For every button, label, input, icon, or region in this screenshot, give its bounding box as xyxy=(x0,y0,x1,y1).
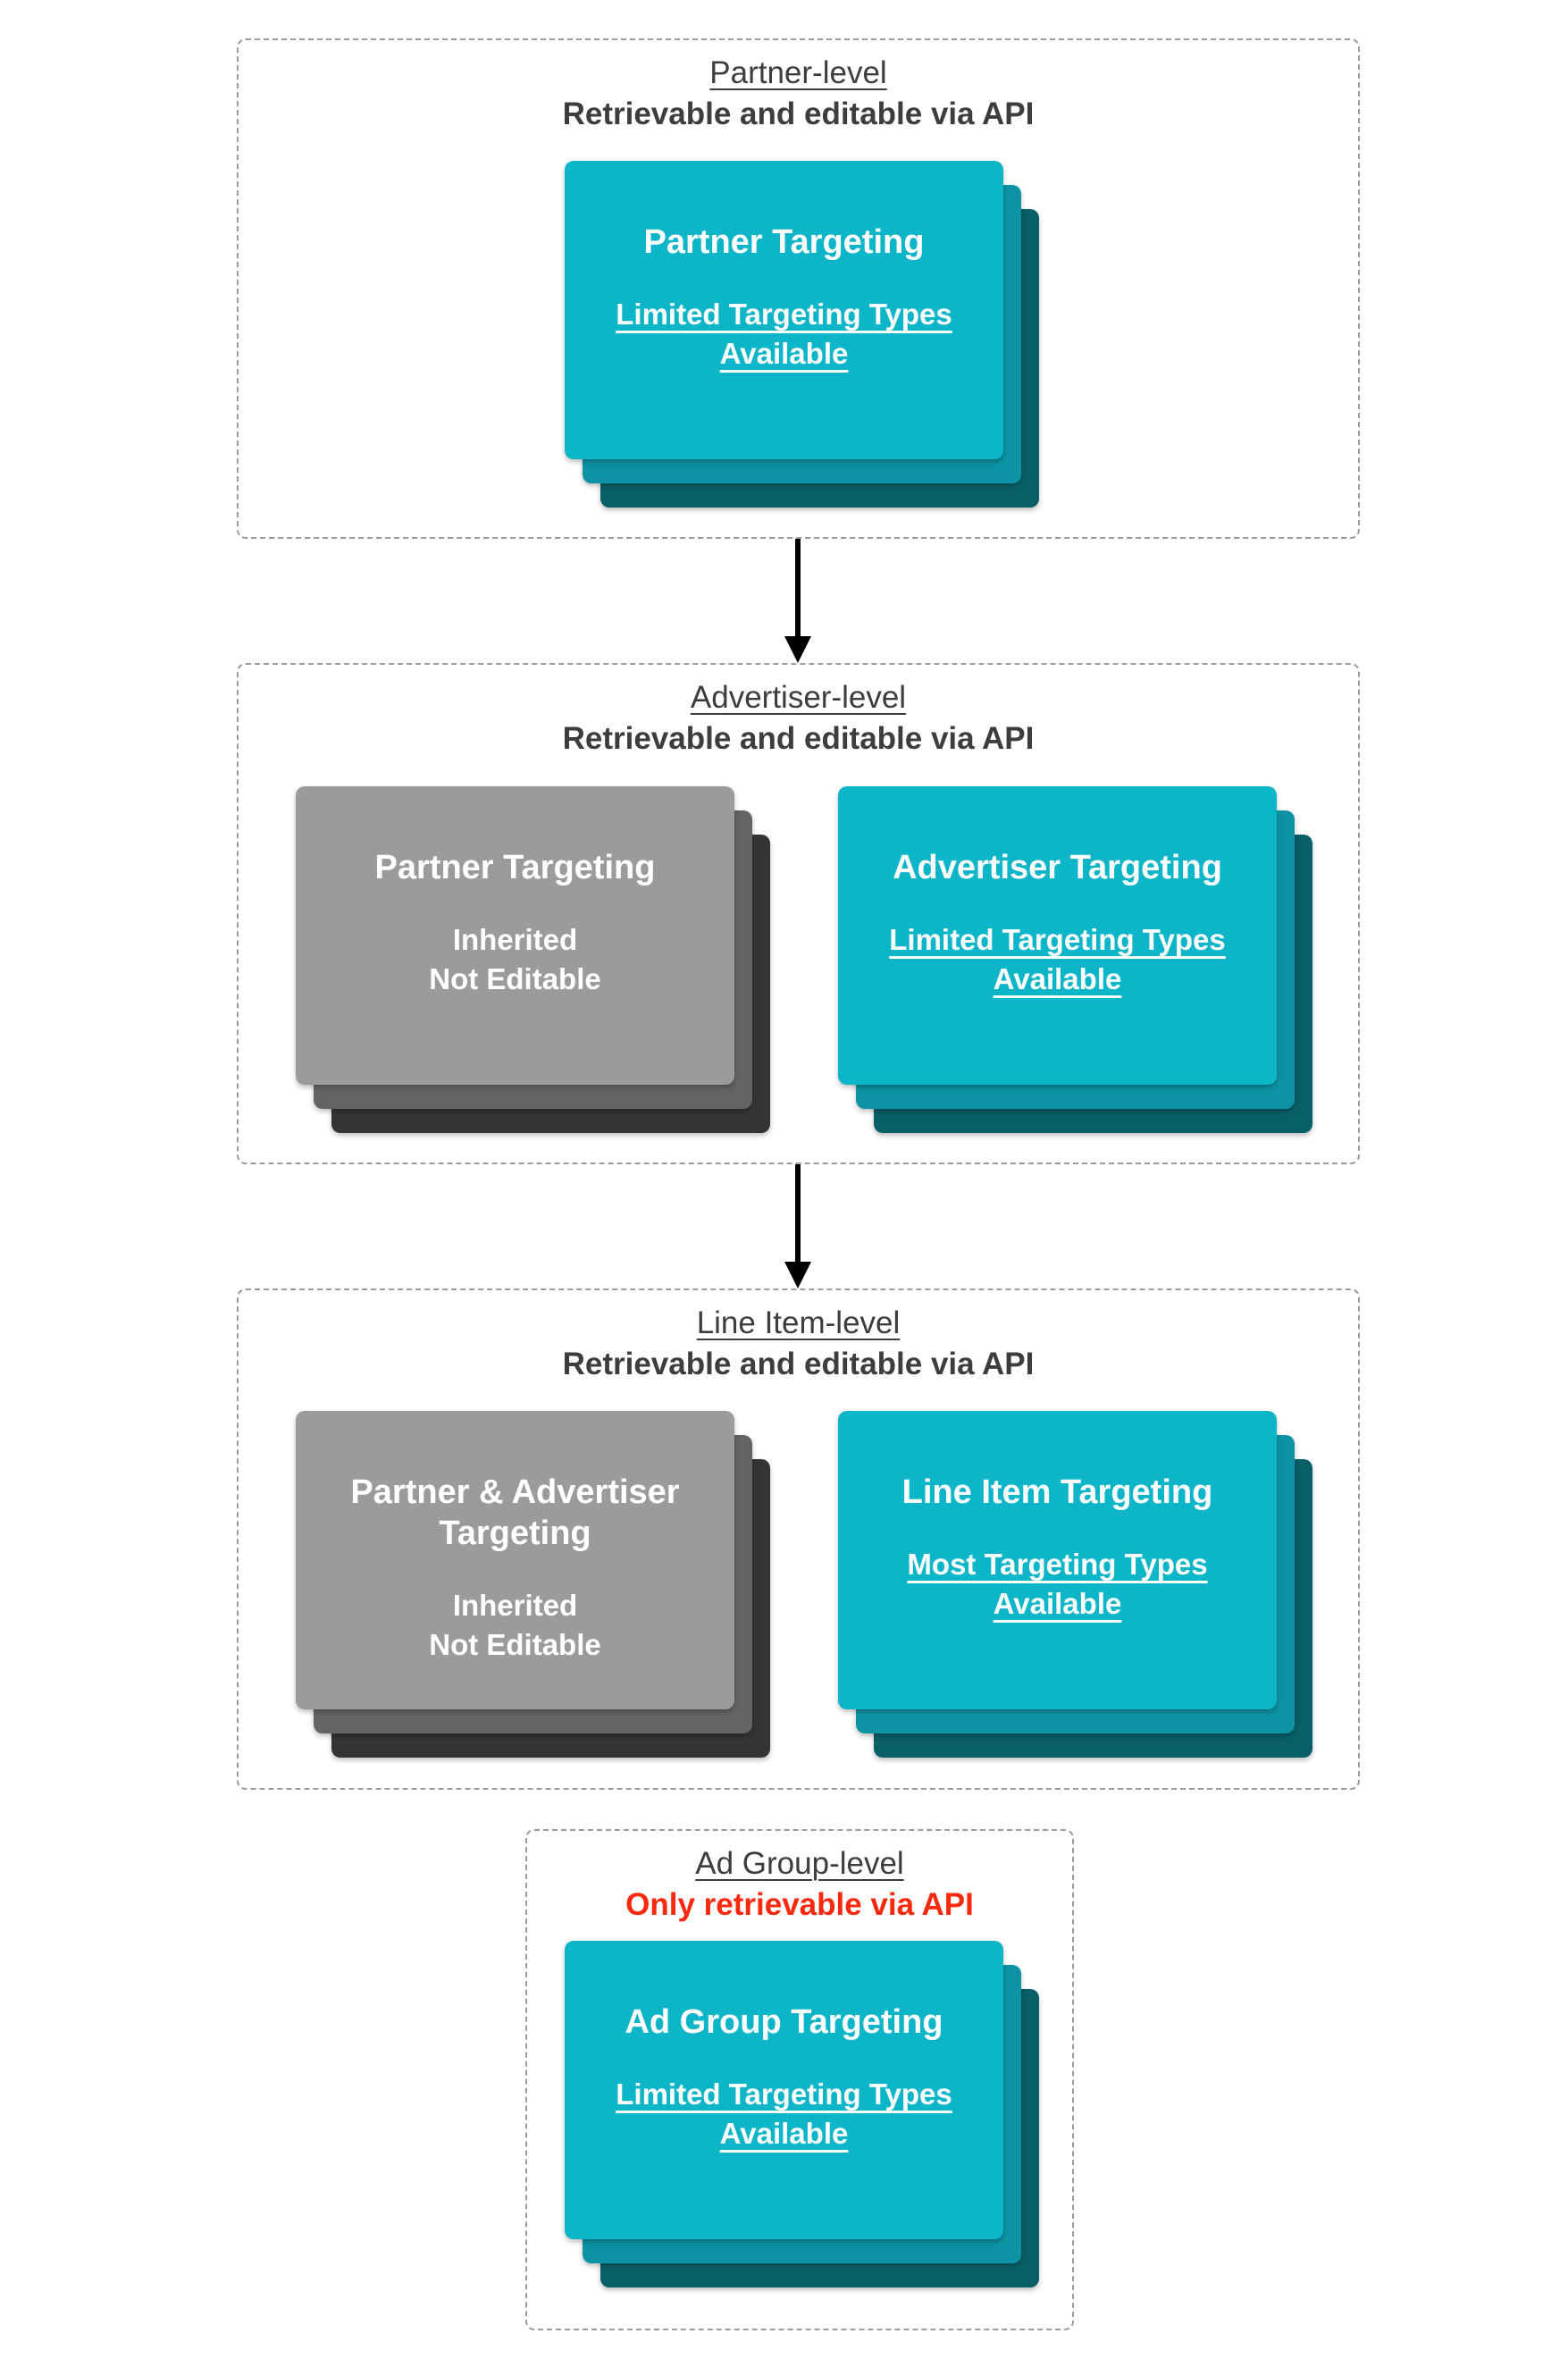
partner-targeting-card: Partner Targeting Limited Targeting Type… xyxy=(565,161,1039,508)
card-body-line: Limited Targeting Types Available xyxy=(889,923,1226,995)
section-subtitle: Retrievable and editable via API xyxy=(562,721,1035,756)
arrow-head xyxy=(784,1262,811,1288)
card-body: Inherited Not Editable xyxy=(321,920,709,999)
ad-group-targeting-card: Ad Group Targeting Limited Targeting Typ… xyxy=(565,1941,1039,2287)
section-advertiser-level: Advertiser-level Retrievable and editabl… xyxy=(237,663,1360,1164)
card-title: Partner Targeting xyxy=(643,223,925,261)
card-body: Limited Targeting Types Available xyxy=(590,295,978,374)
card-face: Line Item Targeting Most Targeting Types… xyxy=(838,1411,1277,1709)
card-title: Line Item Targeting xyxy=(901,1473,1213,1511)
card-body-line: Limited Targeting Types Available xyxy=(616,2077,952,2150)
card-face: Partner Targeting Inherited Not Editable xyxy=(296,786,734,1085)
card-body-line: Inherited xyxy=(452,923,578,956)
arrow-shaft xyxy=(795,1164,801,1264)
line-item-targeting-card: Line Item Targeting Most Targeting Types… xyxy=(838,1411,1312,1758)
card-body-line: Inherited xyxy=(452,1589,578,1622)
card-title: Advertiser Targeting xyxy=(893,849,1222,886)
section-subtitle: Retrievable and editable via API xyxy=(562,97,1035,131)
card-title: Ad Group Targeting xyxy=(625,2003,943,2041)
flow-arrow-2 xyxy=(784,1164,811,1288)
section-subtitle: Retrievable and editable via API xyxy=(562,1347,1035,1381)
card-face: Ad Group Targeting Limited Targeting Typ… xyxy=(565,1941,1003,2239)
section-subtitle-alert: Only retrievable via API xyxy=(625,1887,974,1922)
inherited-partner-advertiser-targeting-card: Partner & Advertiser Targeting Inherited… xyxy=(296,1411,770,1758)
advertiser-targeting-card: Advertiser Targeting Limited Targeting T… xyxy=(838,786,1312,1133)
card-body-line: Not Editable xyxy=(429,1628,601,1661)
section-title: Line Item-level xyxy=(696,1305,901,1340)
arrow-head xyxy=(784,636,811,663)
card-body: Limited Targeting Types Available xyxy=(863,920,1252,999)
card-body: Inherited Not Editable xyxy=(321,1586,709,1665)
card-body: Most Targeting Types Available xyxy=(863,1545,1252,1624)
card-face: Advertiser Targeting Limited Targeting T… xyxy=(838,786,1277,1085)
card-body-line: Not Editable xyxy=(429,962,601,995)
section-ad-group-level: Ad Group-level Only retrievable via API … xyxy=(525,1829,1074,2330)
card-body: Limited Targeting Types Available xyxy=(590,2075,978,2153)
card-title: Partner & Advertiser Targeting xyxy=(350,1473,680,1552)
section-title: Advertiser-level xyxy=(690,680,907,715)
card-title: Partner Targeting xyxy=(374,849,656,886)
section-line-item-level: Line Item-level Retrievable and editable… xyxy=(237,1288,1360,1790)
card-face: Partner & Advertiser Targeting Inherited… xyxy=(296,1411,734,1709)
section-partner-level: Partner-level Retrievable and editable v… xyxy=(237,38,1360,539)
flow-arrow-1 xyxy=(784,539,811,663)
inherited-partner-targeting-card: Partner Targeting Inherited Not Editable xyxy=(296,786,770,1133)
card-face: Partner Targeting Limited Targeting Type… xyxy=(565,161,1003,459)
card-body-line: Most Targeting Types Available xyxy=(907,1548,1208,1620)
card-body-line: Limited Targeting Types Available xyxy=(616,298,952,370)
section-title: Ad Group-level xyxy=(695,1846,904,1881)
section-title: Partner-level xyxy=(709,55,887,90)
arrow-shaft xyxy=(795,539,801,639)
